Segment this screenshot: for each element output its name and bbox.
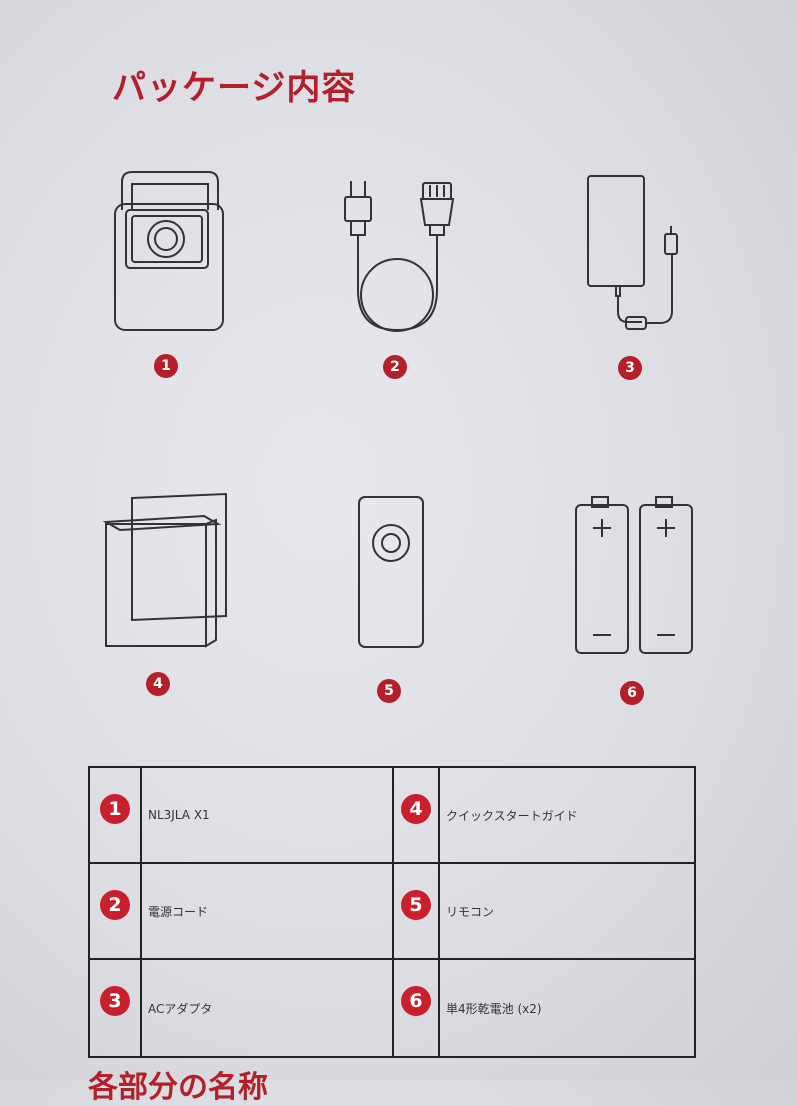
table-number-badge: 5 bbox=[401, 890, 431, 920]
package-item-batteries: 6 bbox=[572, 493, 762, 705]
batteries-icon bbox=[575, 496, 693, 654]
table-number-badge: 2 bbox=[100, 890, 130, 920]
item-number-badge: 6 bbox=[620, 681, 644, 705]
table-cell-item-name: NL3JLA X1 bbox=[142, 768, 394, 864]
table-number-badge: 4 bbox=[401, 794, 431, 824]
table-cell-number: 5 bbox=[394, 864, 440, 960]
page-title: パッケージ内容 bbox=[112, 68, 357, 108]
power-cord-icon bbox=[344, 181, 455, 332]
table-cell-item-name: 単4形乾電池 (x2) bbox=[446, 1001, 542, 1016]
table-cell-item-name: ACアダプタ bbox=[142, 960, 394, 1056]
quick-start-guide-icon bbox=[102, 492, 227, 648]
item-number-badge: 3 bbox=[618, 356, 642, 380]
table-cell-number: 4 bbox=[394, 768, 440, 864]
ac-adapter-icon bbox=[587, 175, 678, 330]
package-contents-table: 1 NL3JLA X1 4 クイックスタートガイド 2 電源コード 5 リモコン… bbox=[88, 766, 696, 1058]
table-cell-number: 1 bbox=[90, 768, 142, 864]
table-cell-item-name: リモコン bbox=[440, 864, 694, 960]
projector-icon bbox=[114, 171, 224, 331]
table-cell-number: 2 bbox=[90, 864, 142, 960]
package-item-remote-control: 5 bbox=[355, 493, 545, 703]
item-number-badge: 1 bbox=[154, 354, 178, 378]
table-cell-number: 3 bbox=[90, 960, 142, 1056]
item-number-badge: 4 bbox=[146, 672, 170, 696]
table-number-badge: 3 bbox=[100, 986, 130, 1016]
package-item-quick-start-guide: 4 bbox=[100, 490, 290, 696]
section-title-parts: 各部分の名称 bbox=[88, 1070, 268, 1105]
table-cell-item-name: 電源コード bbox=[142, 864, 394, 960]
package-item-power-cord: 2 bbox=[335, 175, 525, 379]
item-number-badge: 5 bbox=[377, 679, 401, 703]
table-number-badge: 6 bbox=[401, 986, 431, 1016]
item-number-badge: 2 bbox=[383, 355, 407, 379]
table-cell-number: 6 bbox=[394, 960, 440, 1056]
table-cell-item-name: クイックスタートガイド bbox=[440, 768, 694, 864]
remote-control-icon bbox=[358, 496, 424, 648]
package-item-projector: 1 bbox=[100, 160, 290, 378]
package-item-ac-adapter: 3 bbox=[580, 172, 770, 380]
table-number-badge: 1 bbox=[100, 794, 130, 824]
